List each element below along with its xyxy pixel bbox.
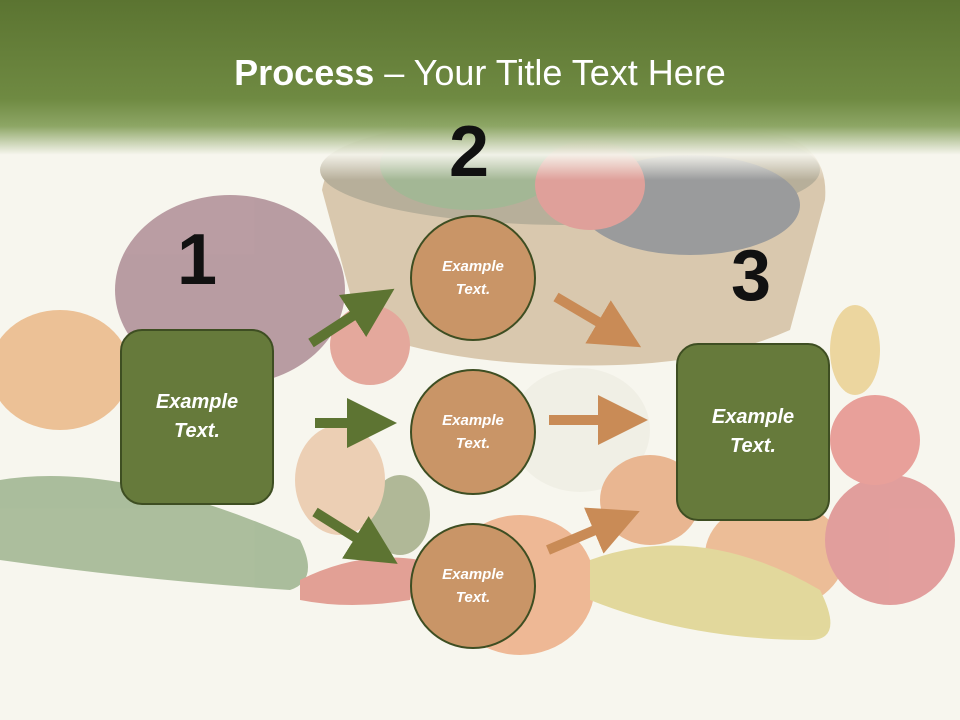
title-bold: Process	[234, 52, 375, 93]
step-3-text: Example Text.	[711, 406, 795, 457]
step-2-circle-middle[interactable]: Example Text.	[410, 369, 536, 495]
step-1-box[interactable]: Example Text.	[120, 329, 274, 505]
step-2-text-bottom: Example Text.	[442, 566, 504, 606]
step-1-text: Example Text.	[155, 391, 239, 442]
step-2-text-top: Example Text.	[442, 258, 504, 298]
slide-title[interactable]: Process – Your Title Text Here	[0, 52, 960, 94]
title-rest: – Your Title Text Here	[374, 52, 726, 93]
step-number-1: 1	[177, 220, 218, 300]
step-2-circle-top[interactable]: Example Text.	[410, 215, 536, 341]
step-3-box[interactable]: Example Text.	[676, 343, 830, 521]
step-2-circle-bottom[interactable]: Example Text.	[410, 523, 536, 649]
step-number-3: 3	[731, 236, 772, 316]
header-band	[0, 0, 960, 180]
step-number-2: 2	[449, 112, 490, 192]
step-2-text-middle: Example Text.	[442, 412, 504, 452]
